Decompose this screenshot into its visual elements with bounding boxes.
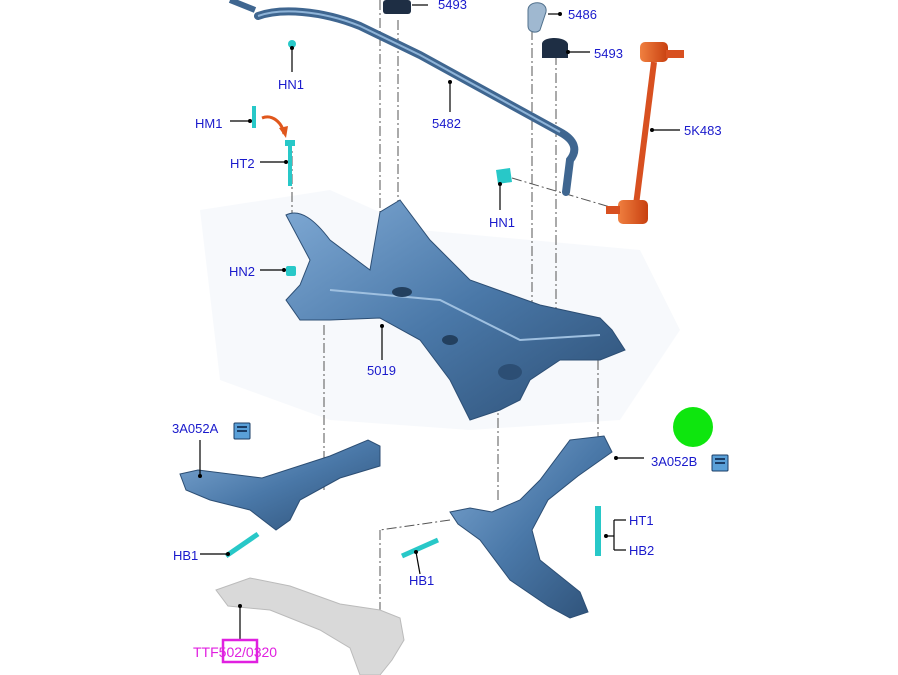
reference-part-ghost	[215, 577, 405, 675]
stabilizer-link	[606, 42, 684, 224]
label-stab-bushing-right: 5493	[594, 46, 623, 61]
book-icon[interactable]	[233, 422, 251, 440]
label-nut-right: HN1	[489, 215, 515, 230]
label-stab-bushing-top: 5493	[438, 0, 467, 12]
lower-arm-left	[179, 439, 381, 531]
label-arm-left: 3A052A	[172, 421, 219, 436]
stabilizer-clamp	[527, 2, 547, 33]
green-marker[interactable]	[673, 407, 713, 447]
stabilizer-bushing-right	[542, 38, 568, 58]
lower-arm-right	[449, 435, 613, 619]
book-icon[interactable]	[711, 454, 729, 472]
reference-highlight-box	[221, 638, 259, 664]
label-reference-code: TTF502/0320	[193, 644, 277, 660]
label-nut-left: HN1	[278, 77, 304, 92]
label-stab-bar: 5482	[432, 116, 461, 131]
label-subframe: 5019	[367, 363, 396, 378]
label-hb2: HB2	[629, 543, 654, 558]
stabilizer-bushing-top	[383, 0, 411, 14]
part-labels: 5493 5486 5493 5482 5K483 HN1 HN1 HM1 HT…	[172, 0, 722, 588]
reference-code[interactable]: TTF502/0320	[193, 638, 277, 664]
label-ht1: HT1	[629, 513, 654, 528]
subframe	[285, 199, 626, 421]
label-hm1: HM1	[195, 116, 222, 131]
label-hb1-right: HB1	[409, 573, 434, 588]
label-stab-link: 5K483	[684, 123, 722, 138]
label-stab-clamp: 5486	[568, 7, 597, 22]
stabilizer-bar	[228, 0, 579, 196]
label-hb1-left: HB1	[173, 548, 198, 563]
label-ht2: HT2	[230, 156, 255, 171]
label-arm-right: 3A052B	[651, 454, 697, 469]
leader-lines	[198, 4, 680, 640]
fasteners	[224, 40, 601, 559]
label-hn2: HN2	[229, 264, 255, 279]
